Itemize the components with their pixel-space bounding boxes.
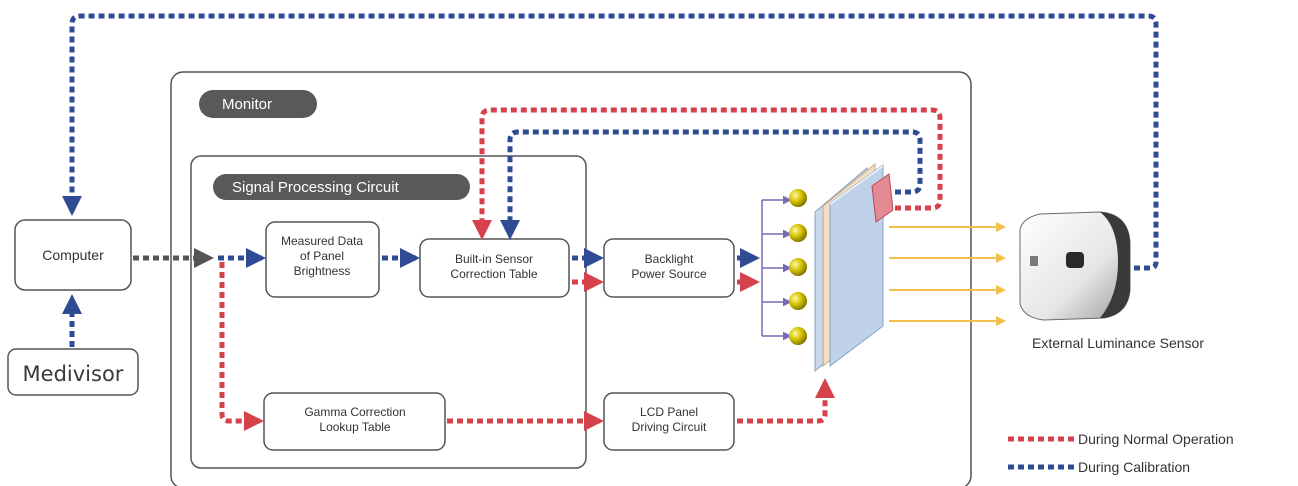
computer-box [14, 219, 132, 291]
gamma-line-2: Lookup Table [319, 420, 391, 434]
lcd-line-2: Driving Circuit [632, 420, 707, 434]
external-sensor-icon [1019, 211, 1131, 321]
measured-line-1: Measured Data [281, 234, 363, 248]
builtin-sensor-icon [871, 173, 894, 223]
sensor-feedback-red [472, 107, 943, 240]
led-1 [789, 189, 807, 207]
legend: During Normal Operation During Calibrati… [1008, 431, 1234, 475]
lcd-box [603, 392, 735, 451]
backlight-box [603, 238, 735, 298]
medivisor-box [7, 348, 139, 396]
lcd-line-1: LCD Panel [640, 405, 698, 419]
builtin-sensor-box [419, 238, 570, 298]
measured-line-3: Brightness [294, 264, 351, 278]
signal-label: Signal Processing Circuit [232, 179, 400, 196]
junction-to-gamma [219, 262, 264, 431]
signal-pill [213, 174, 470, 200]
legend-calibration-label: During Calibration [1078, 459, 1190, 475]
sensor-feedback-blue [500, 129, 923, 240]
measured-line-2: of Panel [300, 249, 344, 263]
led-5 [789, 327, 807, 345]
gamma-line-1: Gamma Correction [304, 405, 405, 419]
medivisor-label: Medivisor [23, 362, 124, 386]
led-bus [761, 195, 792, 341]
light-rays [889, 222, 1006, 326]
monitor-label: Monitor [222, 96, 272, 113]
backlight-line-2: Power Source [631, 267, 707, 281]
led-2 [789, 224, 807, 242]
backlight-line-1: Backlight [645, 252, 694, 266]
monitor-pill [199, 90, 317, 118]
calibration-loop-top [62, 13, 1159, 271]
builtin-line-1: Built-in Sensor [455, 252, 533, 266]
builtin-line-2: Correction Table [450, 267, 537, 281]
measured-data-box [265, 221, 380, 298]
lcd-panel [814, 162, 884, 373]
external-sensor-label: External Luminance Sensor [1032, 335, 1204, 351]
led-4 [789, 292, 807, 310]
led-3 [789, 258, 807, 276]
legend-normal-label: During Normal Operation [1078, 431, 1234, 447]
computer-label: Computer [42, 247, 104, 263]
lcd-to-panel [737, 378, 835, 424]
gamma-box [263, 392, 446, 451]
